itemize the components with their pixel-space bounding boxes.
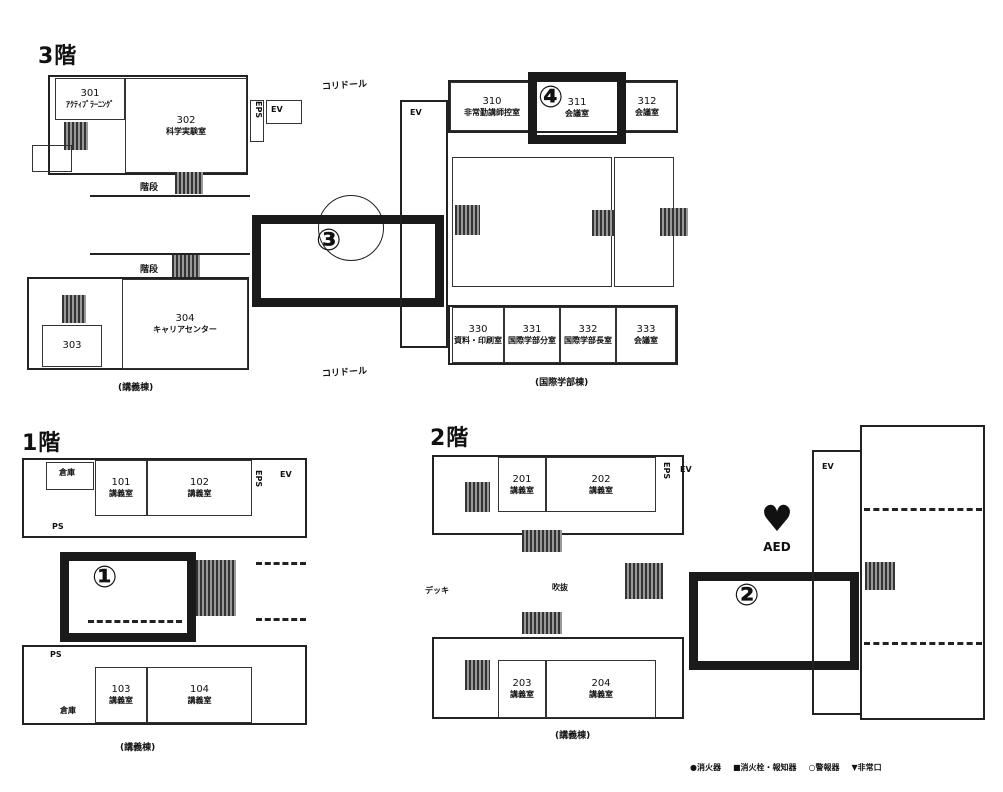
marker-2: ② xyxy=(734,578,760,613)
storage xyxy=(32,145,72,172)
room-303[interactable]: 303 xyxy=(42,325,102,367)
floor3-title: 3階 xyxy=(38,44,78,69)
legend-hydrant: ■消火栓・報知器 xyxy=(732,763,797,772)
stairs xyxy=(592,210,614,236)
floor2-east-core xyxy=(812,450,862,715)
dashed-boundary xyxy=(864,642,982,645)
stairs xyxy=(465,482,490,512)
stairs xyxy=(175,172,203,194)
ev-label: EV xyxy=(822,462,834,471)
building-label: (講義棟) xyxy=(555,731,591,741)
heart-icon: ♥ xyxy=(760,499,794,540)
aed-label: AED xyxy=(763,540,791,554)
eps-label: EPS xyxy=(254,470,263,488)
floor3-right-upper-block xyxy=(448,80,678,133)
eps-label: EPS xyxy=(662,462,671,480)
stairs-label: 階段 xyxy=(140,265,159,275)
building-label-lecture: (講義棟) xyxy=(118,383,154,393)
marker-4: ④ xyxy=(538,80,564,115)
marker-3: ③ xyxy=(316,223,342,258)
stairs xyxy=(522,530,562,552)
legend-alarm: ○警報器 xyxy=(808,763,840,772)
floor3-right-lower-block xyxy=(448,305,678,365)
highlight-area-2[interactable] xyxy=(689,572,859,670)
legend-extinguisher: ●消火器 xyxy=(690,763,721,772)
atrium-circle xyxy=(318,195,384,261)
stairs xyxy=(625,563,663,599)
dashed-boundary xyxy=(88,620,182,623)
stairs xyxy=(196,560,236,616)
stairs xyxy=(865,562,895,590)
floor2-lower-block xyxy=(432,637,684,719)
ev-label: EV xyxy=(680,465,692,474)
dashed-boundary xyxy=(864,508,982,511)
building-label-international: (国際学部棟) xyxy=(535,378,589,388)
stairs xyxy=(660,208,688,236)
legend: ●消火器 ■消火栓・報知器 ○警報器 ▼非常口 xyxy=(690,762,882,773)
void-label: 吹抜 xyxy=(552,583,568,592)
marker-1: ① xyxy=(92,560,118,595)
stairs-label: 階段 xyxy=(140,183,159,193)
stairs xyxy=(455,205,480,235)
ps-label: PS xyxy=(50,650,62,659)
storage: 倉庫 xyxy=(60,706,76,715)
floor1-upper-block xyxy=(22,458,307,538)
storage: 倉庫 xyxy=(46,462,94,490)
floor2-east-hall xyxy=(860,425,985,720)
floor3-left-upper-block xyxy=(48,75,248,175)
dashed-boundary xyxy=(256,618,306,621)
wall xyxy=(90,253,250,255)
corridor-label: コリドール xyxy=(321,79,368,93)
floor2-title: 2階 xyxy=(430,426,470,451)
building-label: (講義棟) xyxy=(120,743,156,753)
ev-label: EV xyxy=(280,470,292,479)
stairs xyxy=(62,295,86,323)
ev-label: EV xyxy=(266,100,302,124)
stairs xyxy=(465,660,490,690)
legend-exit: ▼非常口 xyxy=(851,763,882,772)
highlight-area-1[interactable] xyxy=(60,552,196,642)
stairs xyxy=(522,612,562,634)
highlight-area-3[interactable] xyxy=(252,215,444,307)
aed-sign[interactable]: ♥ AED xyxy=(752,500,802,570)
ev-label: EV xyxy=(410,108,422,117)
stairs xyxy=(172,255,200,277)
corridor-label: コリドール xyxy=(321,366,368,380)
wall xyxy=(90,195,250,197)
eps-label: EPS xyxy=(250,100,264,142)
deck-label: デッキ xyxy=(425,586,449,595)
floor1-title: 1階 xyxy=(22,431,62,456)
dashed-boundary xyxy=(256,562,306,565)
floor3-left-lower-block xyxy=(27,277,249,370)
floor1-lower-block xyxy=(22,645,307,725)
ps-label: PS xyxy=(52,522,64,531)
floor3-core xyxy=(400,100,448,348)
